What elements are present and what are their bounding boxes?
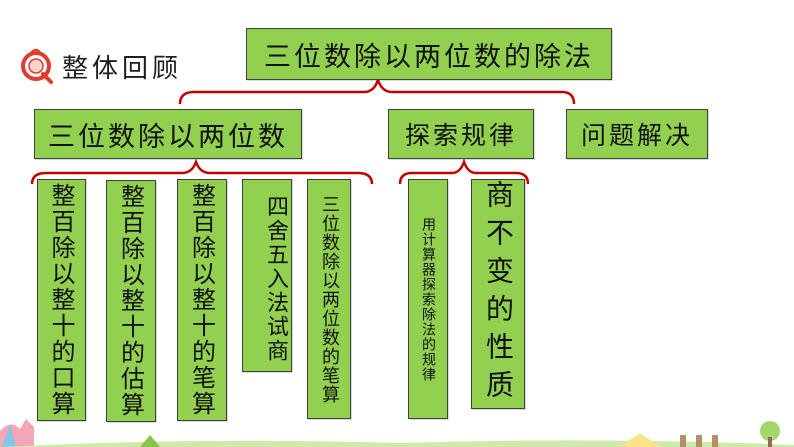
section-header: 整体回顾 bbox=[18, 46, 182, 86]
leaf-node: 四舍五入法试商 bbox=[242, 179, 292, 372]
fence-post bbox=[712, 435, 718, 447]
leaf-node: 商不变的性质 bbox=[471, 179, 525, 409]
tree-trunk bbox=[768, 437, 772, 447]
leaf-node: 整百除以整十的笔算 bbox=[177, 179, 227, 421]
leaf-node: 三位数除以两位数的笔算 bbox=[307, 179, 351, 419]
leaf-node: 整百除以整十的估算 bbox=[106, 180, 156, 422]
leaf-label: 整百除以整十的估算 bbox=[116, 184, 145, 418]
fence-post bbox=[696, 435, 702, 447]
branch-node-problem-solving: 问题解决 bbox=[566, 109, 708, 159]
tree-deco bbox=[760, 421, 780, 441]
branch-node-pattern: 探索规律 bbox=[388, 109, 534, 159]
leaf-label: 用计算器探索除法的规律 bbox=[420, 216, 436, 382]
leaf-node: 整百除以整十的口算 bbox=[37, 179, 86, 421]
leaf-label: 整百除以整十的笔算 bbox=[187, 183, 216, 417]
root-node: 三位数除以两位数的除法 bbox=[246, 28, 612, 80]
grass-tuft bbox=[140, 435, 160, 447]
q-magnifier-icon bbox=[21, 48, 53, 84]
leaf-label: 四舍五入法试商 bbox=[263, 194, 288, 363]
pencil-deco bbox=[2, 425, 16, 447]
root-connector bbox=[178, 76, 576, 105]
root-label: 三位数除以两位数的除法 bbox=[264, 41, 594, 73]
leaf-label: 整百除以整十的口算 bbox=[47, 183, 75, 417]
leaf-label: 商不变的性质 bbox=[482, 180, 515, 408]
branch-label: 问题解决 bbox=[580, 121, 693, 150]
branch-node-division: 三位数除以两位数 bbox=[34, 109, 302, 159]
branch-label: 探索规律 bbox=[404, 121, 517, 150]
branch-label: 三位数除以两位数 bbox=[48, 121, 288, 153]
grass-tuft bbox=[620, 433, 660, 447]
footer-decoration bbox=[0, 419, 794, 447]
section-title: 整体回顾 bbox=[62, 53, 183, 84]
leaf-node: 用计算器探索除法的规律 bbox=[408, 179, 448, 419]
fence-post bbox=[680, 435, 686, 447]
grass-deco bbox=[0, 440, 794, 447]
branch2-connector bbox=[398, 158, 530, 185]
branch1-connector bbox=[30, 158, 374, 185]
leaf-label: 三位数除以两位数的笔算 bbox=[319, 194, 340, 404]
